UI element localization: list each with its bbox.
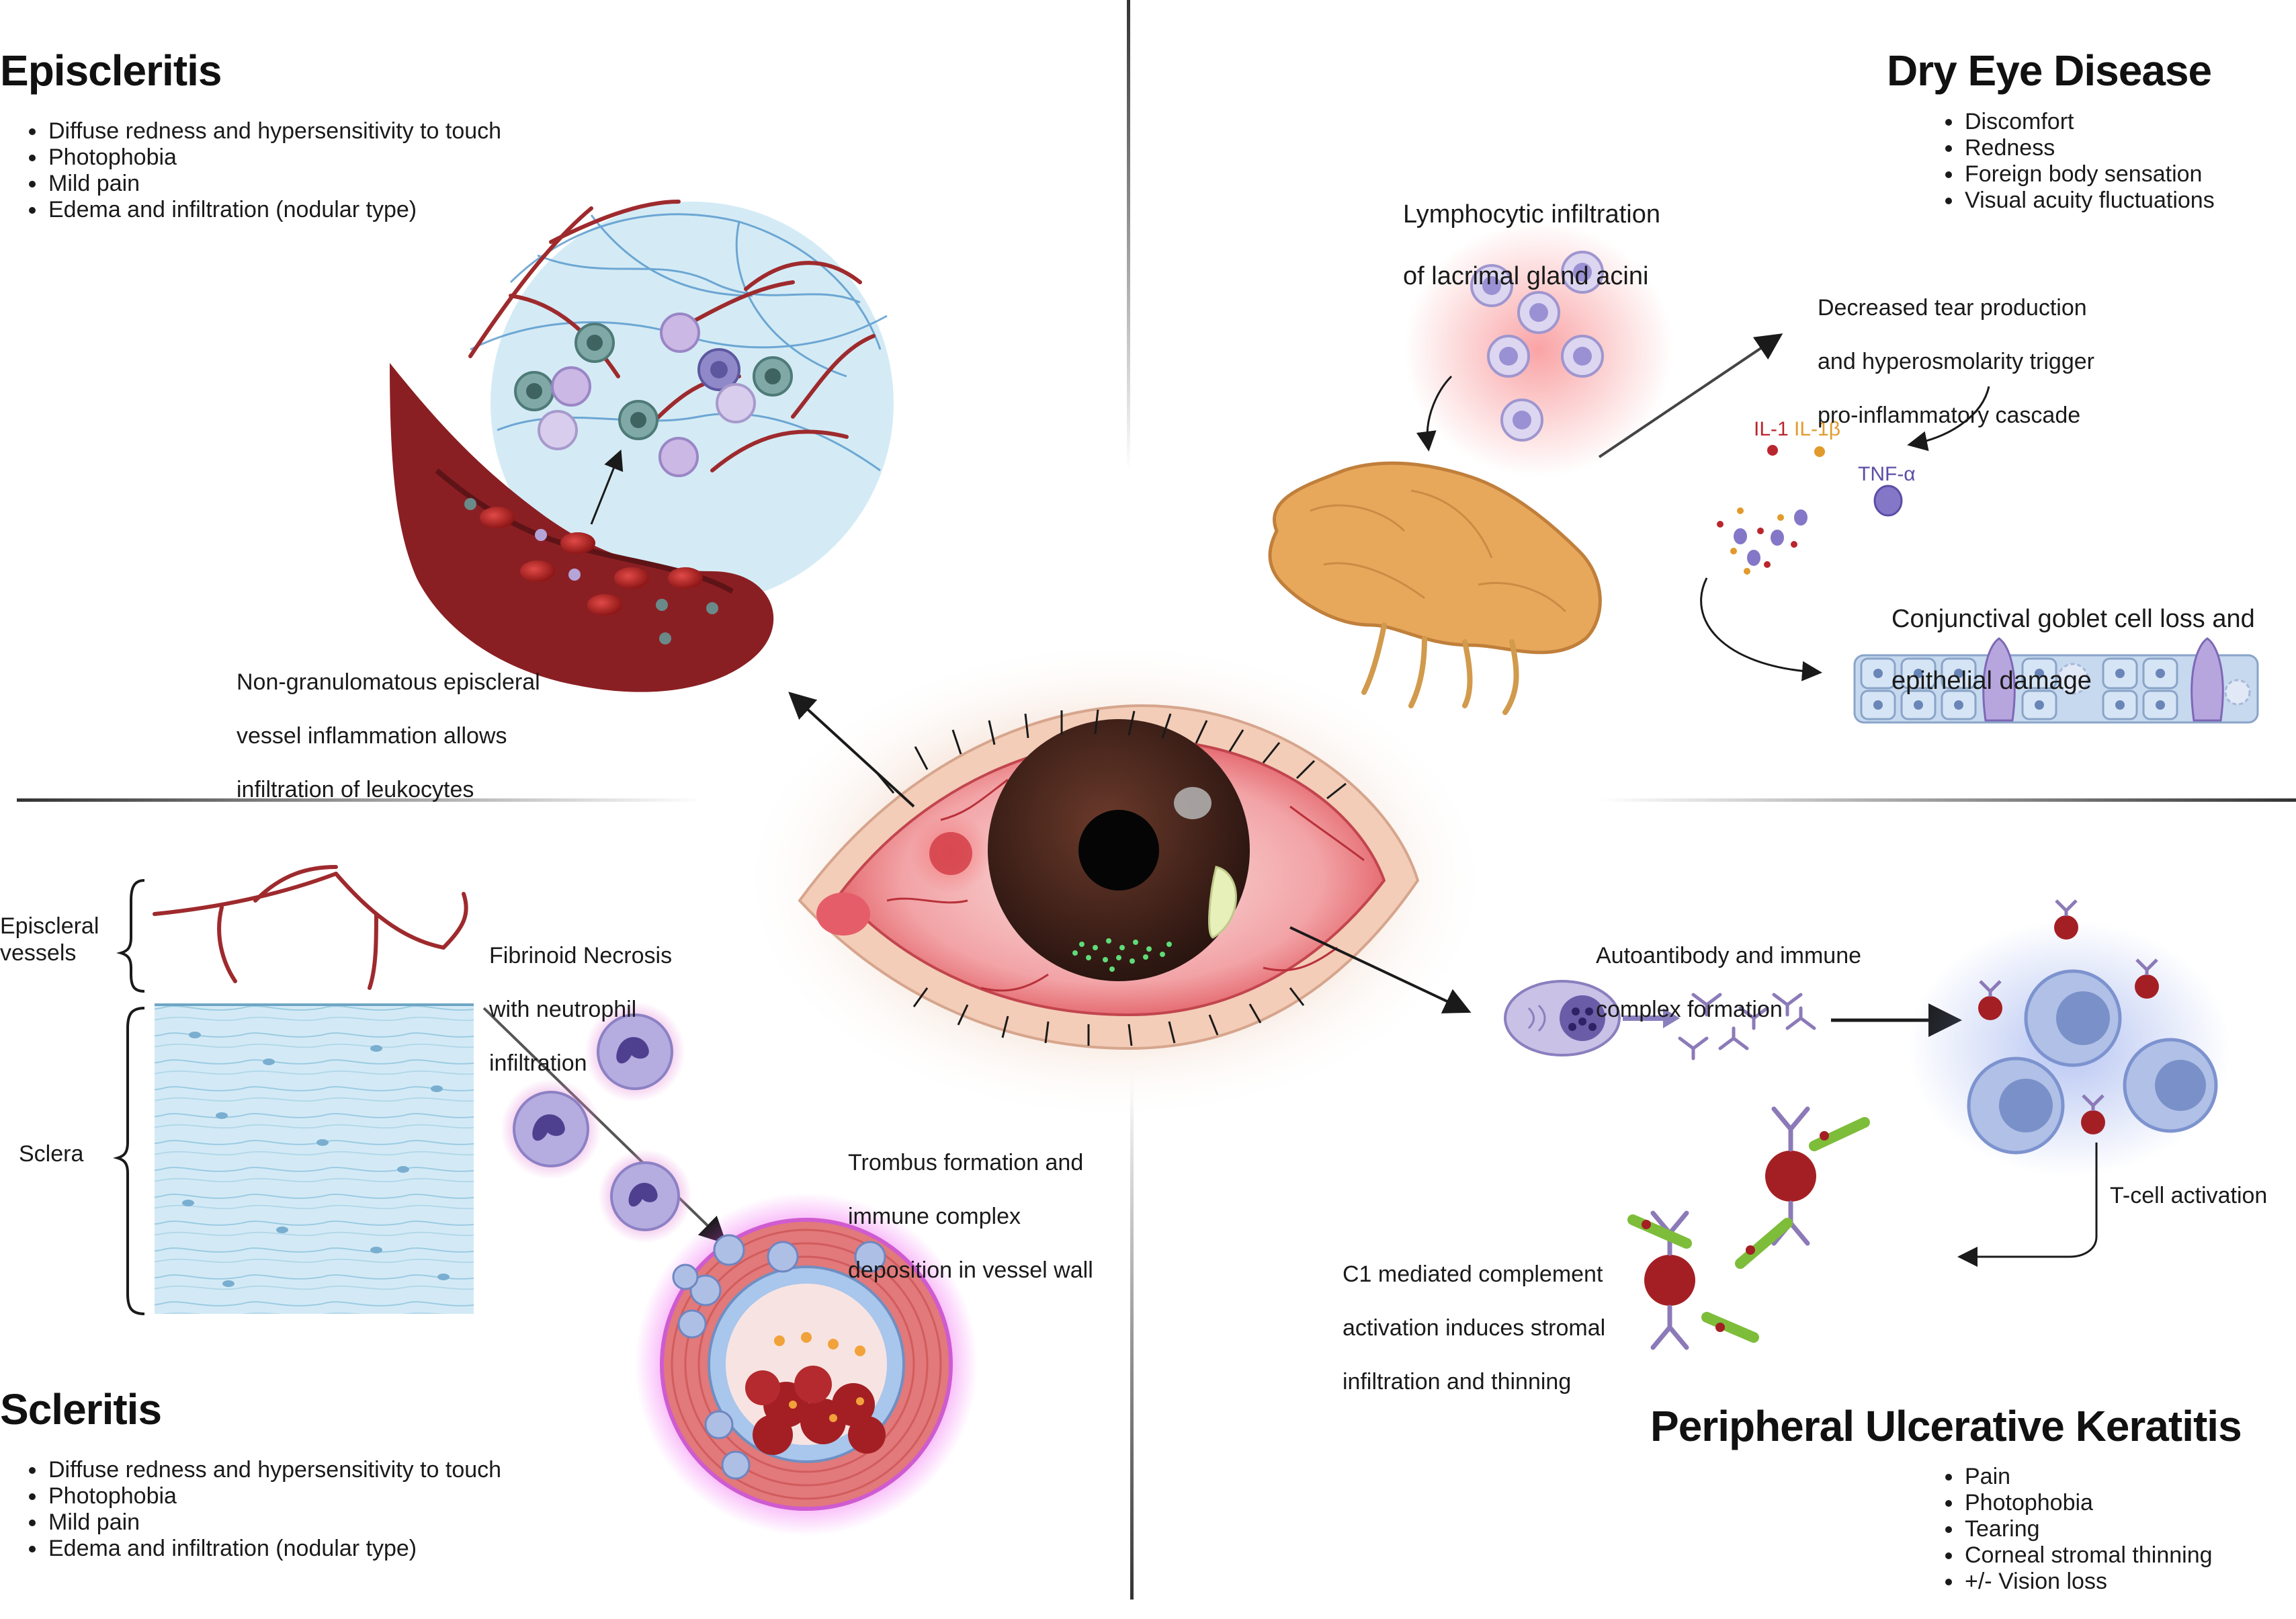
tnfa-label: TNF-α: [1858, 463, 1916, 485]
episcleritis-illustration: [390, 200, 894, 692]
episcleritis-symptom: Mild pain: [47, 171, 501, 197]
dry-eye-symptom: Foreign body sensation: [1963, 161, 2215, 188]
connector-arrows: [788, 692, 1472, 1013]
scleritis-title: Scleritis: [0, 1385, 162, 1434]
puk-symptom: +/- Vision loss: [1963, 1569, 2213, 1595]
note-line: deposition in vessel wall: [848, 1257, 1093, 1283]
lymphocytic-infiltration-note: Lymphocytic infiltration of lacrimal gla…: [1403, 168, 1660, 323]
note-line: Trombus formation and: [848, 1150, 1084, 1175]
note-line: Lymphocytic infiltration: [1403, 200, 1660, 229]
note-line: epithelial damage: [1891, 667, 2092, 695]
scleritis-symptom: Edema and infiltration (nodular type): [47, 1536, 501, 1562]
note-line: Non-granulomatous episcleral: [237, 669, 540, 695]
dry-eye-symptom: Visual acuity fluctuations: [1963, 188, 2215, 214]
t-cell-activation-label: T-cell activation: [2110, 1183, 2268, 1208]
central-inflamed-eye: [739, 638, 1492, 1122]
episcleritis-mechanism-note: Non-granulomatous episcleral vessel infl…: [237, 642, 540, 830]
dry-eye-illustration: [1268, 222, 2259, 724]
label-line: Episcleral: [0, 913, 99, 939]
scleritis-symptom-list: Diffuse redness and hypersensitivity to …: [0, 1457, 501, 1562]
episcleritis-symptom: Photophobia: [47, 144, 501, 171]
c1-complement-note: C1 mediated complement activation induce…: [1343, 1234, 1605, 1422]
il1-label: IL-1: [1754, 418, 1789, 440]
puk-illustration: [1504, 899, 2231, 1350]
note-line: of lacrimal gland acini: [1403, 262, 1649, 290]
tear-production-note: Decreased tear production and hyperosmol…: [1818, 267, 2094, 456]
note-line: infiltration and thinning: [1343, 1369, 1572, 1395]
episcleritis-symptom: Edema and infiltration (nodular type): [47, 197, 501, 223]
puk-symptom-list: Pain Photophobia Tearing Corneal stromal…: [1916, 1464, 2213, 1595]
note-line: pro-inflammatory cascade: [1818, 403, 2081, 428]
epithelium-row: [1853, 637, 2259, 724]
thrombus-formation-note: Trombus formation and immune complex dep…: [848, 1122, 1093, 1311]
note-line: infiltration of leukocytes: [237, 777, 474, 802]
goblet-cell-loss-note: Conjunctival goblet cell loss and epithe…: [1891, 573, 2255, 727]
il1b-label: IL-1β: [1794, 418, 1840, 440]
puk-symptom: Photophobia: [1963, 1490, 2213, 1516]
dry-eye-symptom: Redness: [1963, 135, 2215, 161]
puk-symptom: Tearing: [1963, 1516, 2213, 1542]
note-line: immune complex: [848, 1204, 1021, 1229]
dry-eye-symptom: Discomfort: [1963, 109, 2215, 135]
note-line: Decreased tear production: [1818, 295, 2087, 321]
sclera-label: Sclera: [19, 1141, 84, 1167]
label-line: vessels: [0, 940, 77, 966]
scleritis-symptom: Mild pain: [47, 1509, 501, 1536]
note-line: activation induces stromal: [1343, 1315, 1606, 1341]
puk-symptom: Pain: [1963, 1464, 2213, 1490]
dry-eye-title: Dry Eye Disease: [1887, 46, 2212, 95]
episcleritis-symptom: Diffuse redness and hypersensitivity to …: [47, 118, 501, 144]
note-line: with neutrophil: [489, 997, 637, 1022]
note-line: Conjunctival goblet cell loss and: [1891, 605, 2255, 633]
episcleritis-symptom-list: Diffuse redness and hypersensitivity to …: [0, 118, 501, 223]
puk-title: Peripheral Ulcerative Keratitis: [1650, 1402, 2242, 1450]
note-line: C1 mediated complement: [1343, 1261, 1603, 1287]
note-line: Autoantibody and immune: [1596, 943, 1862, 968]
puk-symptom: Corneal stromal thinning: [1963, 1542, 2213, 1569]
note-line: Fibrinoid Necrosis: [489, 943, 673, 968]
scleritis-illustration: [113, 865, 978, 1536]
scleritis-symptom: Diffuse redness and hypersensitivity to …: [47, 1457, 501, 1483]
note-line: infiltration: [489, 1050, 587, 1076]
autoantibody-formation-note: Autoantibody and immune complex formatio…: [1596, 915, 1861, 1050]
dry-eye-symptom-list: Discomfort Redness Foreign body sensatio…: [1916, 109, 2215, 214]
episcleritis-title: Episcleritis: [0, 46, 222, 95]
fibrinoid-necrosis-note: Fibrinoid Necrosis with neutrophil infil…: [489, 915, 672, 1104]
quadrant-dividers: [17, 0, 2296, 1600]
note-line: vessel inflammation allows: [237, 723, 507, 749]
note-line: and hyperosmolarity trigger: [1818, 349, 2094, 374]
episcleral-vessels-label: Episcleral vessels: [0, 913, 99, 966]
scleritis-symptom: Photophobia: [47, 1483, 501, 1509]
note-line: complex formation: [1596, 997, 1783, 1022]
